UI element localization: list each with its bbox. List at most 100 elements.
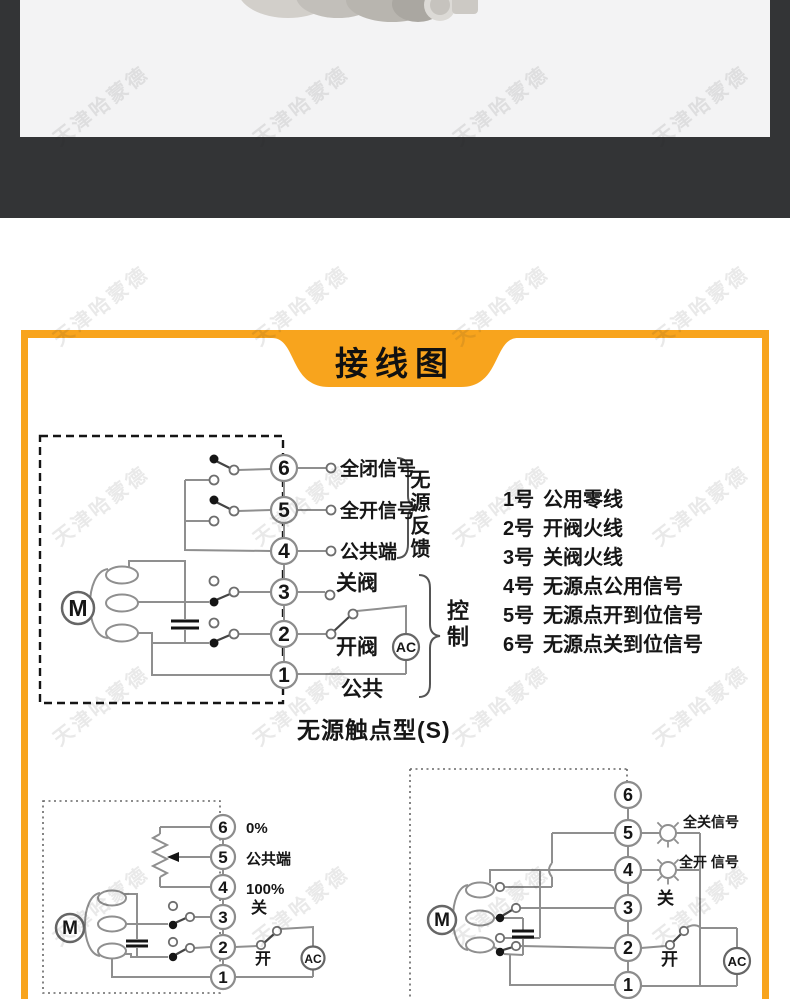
- svg-text:5: 5: [623, 823, 633, 843]
- svg-text:AC: AC: [396, 639, 416, 655]
- svg-text:AC: AC: [304, 952, 322, 966]
- terminal-4: 4: [269, 536, 299, 566]
- label-common-terminal: 公共端: [340, 540, 397, 563]
- bottom-right-diagram: 6 5 4 3 2 1 M AC 全关信号 全开 信号 关 开: [409, 768, 752, 999]
- svg-text:M: M: [434, 910, 450, 931]
- wiring-panel: [21, 330, 769, 999]
- label-100-percent: 100%: [246, 881, 284, 898]
- legend-row-2: 2号开阀火线: [503, 515, 703, 544]
- lamp-open-signal: [656, 858, 680, 886]
- terminal-5: 5: [269, 495, 299, 525]
- svg-text:1: 1: [278, 664, 290, 687]
- motor-symbol: M: [60, 590, 96, 626]
- motor-symbol: M: [426, 904, 458, 936]
- terminal-6: 6: [269, 453, 299, 483]
- terminal-5: 5: [613, 818, 643, 848]
- legend-row-1: 1号公用零线: [503, 486, 703, 515]
- svg-text:4: 4: [218, 878, 228, 897]
- svg-text:3: 3: [278, 581, 290, 604]
- label-0-percent: 0%: [246, 820, 268, 837]
- legend-desc: 公用零线: [543, 489, 623, 511]
- terminals-column: 6 5 4 3 2 1: [269, 453, 299, 690]
- terminal-1: 1: [209, 963, 237, 991]
- terminal-legend: 1号公用零线 2号开阀火线 3号关阀火线 4号无源点公用信号 5号无源点开到位信…: [503, 486, 703, 660]
- capacitor-icon: [171, 619, 199, 630]
- ac-source-symbol: AC: [300, 945, 326, 971]
- top-diagram: 6 5 4 3 2 1 M AC 全闭信号 全开信号 公共端 关阀 开阀 公共: [38, 434, 441, 705]
- terminals-column: 6 5 4 3 2 1: [209, 813, 237, 991]
- label-passive-feedback: 无源反馈: [407, 469, 429, 561]
- product-photo: [20, 0, 770, 137]
- svg-text:1: 1: [218, 968, 227, 987]
- terminal-4: 4: [613, 855, 643, 885]
- legend-desc: 无源点开到位信号: [543, 605, 703, 627]
- svg-text:5: 5: [278, 499, 290, 522]
- legend-row-5: 5号无源点开到位信号: [503, 602, 703, 631]
- label-close: 关: [657, 888, 674, 908]
- svg-text:2: 2: [218, 938, 227, 957]
- legend-no: 6号: [503, 634, 535, 656]
- terminal-1: 1: [613, 970, 643, 999]
- terminal-3: 3: [269, 577, 299, 607]
- product-photo-fragment: [241, 0, 478, 22]
- svg-text:5: 5: [218, 848, 227, 867]
- actuator-dotted-box: [409, 768, 628, 998]
- actuator-dotted-box: [42, 800, 221, 994]
- banner-ribbon: [240, 330, 550, 387]
- control-brace: [418, 574, 441, 698]
- svg-text:2: 2: [278, 623, 290, 646]
- capacitor-icon: [512, 929, 534, 939]
- legend-no: 3号: [503, 547, 535, 569]
- legend-row-6: 6号无源点关到位信号: [503, 631, 703, 660]
- wiper-arrow-icon: [167, 852, 179, 862]
- motor-coil-arc: [84, 892, 101, 957]
- terminal-6: 6: [209, 813, 237, 841]
- svg-text:1: 1: [623, 975, 633, 995]
- label-full-close-signal: 全闭信号: [339, 457, 416, 480]
- label-full-close-signal: 全关信号: [682, 814, 739, 830]
- legend-desc: 无源点关到位信号: [543, 634, 703, 656]
- terminal-2: 2: [269, 619, 299, 649]
- svg-text:4: 4: [278, 540, 290, 563]
- contacts: [494, 881, 690, 957]
- legend-desc: 关阀火线: [543, 547, 623, 569]
- legend-desc: 开阀火线: [543, 518, 623, 540]
- wires: [84, 826, 314, 978]
- potentiometer-icon: [150, 833, 170, 878]
- wires: [89, 467, 407, 676]
- legend-row-4: 4号无源点公用信号: [503, 573, 703, 602]
- label-common: 公共: [341, 678, 383, 701]
- terminal-3: 3: [209, 903, 237, 931]
- terminal-4: 4: [209, 873, 237, 901]
- legend-desc: 无源点公用信号: [543, 576, 683, 598]
- svg-text:M: M: [68, 595, 87, 621]
- terminals-column: 6 5 4 3 2 1: [613, 780, 643, 999]
- terminal-5: 5: [209, 843, 237, 871]
- label-open-valve: 开阀: [336, 636, 378, 659]
- feedback-brace: [396, 457, 419, 559]
- capacitor-icon: [126, 939, 148, 948]
- label-close: 关: [251, 898, 267, 917]
- lamp-close-signal: [656, 821, 680, 849]
- legend-no: 5号: [503, 605, 535, 627]
- contacts: [167, 900, 283, 962]
- switch-arms: [215, 460, 350, 643]
- label-full-open-signal: 全开信号: [339, 499, 416, 522]
- svg-text:4: 4: [623, 860, 633, 880]
- svg-text:2: 2: [623, 938, 633, 958]
- label-open: 开: [661, 950, 678, 969]
- legend-no: 1号: [503, 489, 535, 511]
- label-common-terminal: 公共端: [246, 850, 291, 868]
- ac-source-symbol: AC: [391, 632, 421, 662]
- label-open: 开: [255, 950, 271, 968]
- terminal-1: 1: [269, 660, 299, 690]
- svg-text:6: 6: [278, 457, 290, 480]
- svg-text:AC: AC: [728, 954, 747, 969]
- motor-symbol: M: [54, 912, 86, 944]
- caption-passive-contact-type: 无源触点型(S): [297, 717, 451, 743]
- svg-text:3: 3: [623, 898, 633, 918]
- label-close-valve: 关阀: [336, 571, 378, 595]
- terminal-6: 6: [613, 780, 643, 810]
